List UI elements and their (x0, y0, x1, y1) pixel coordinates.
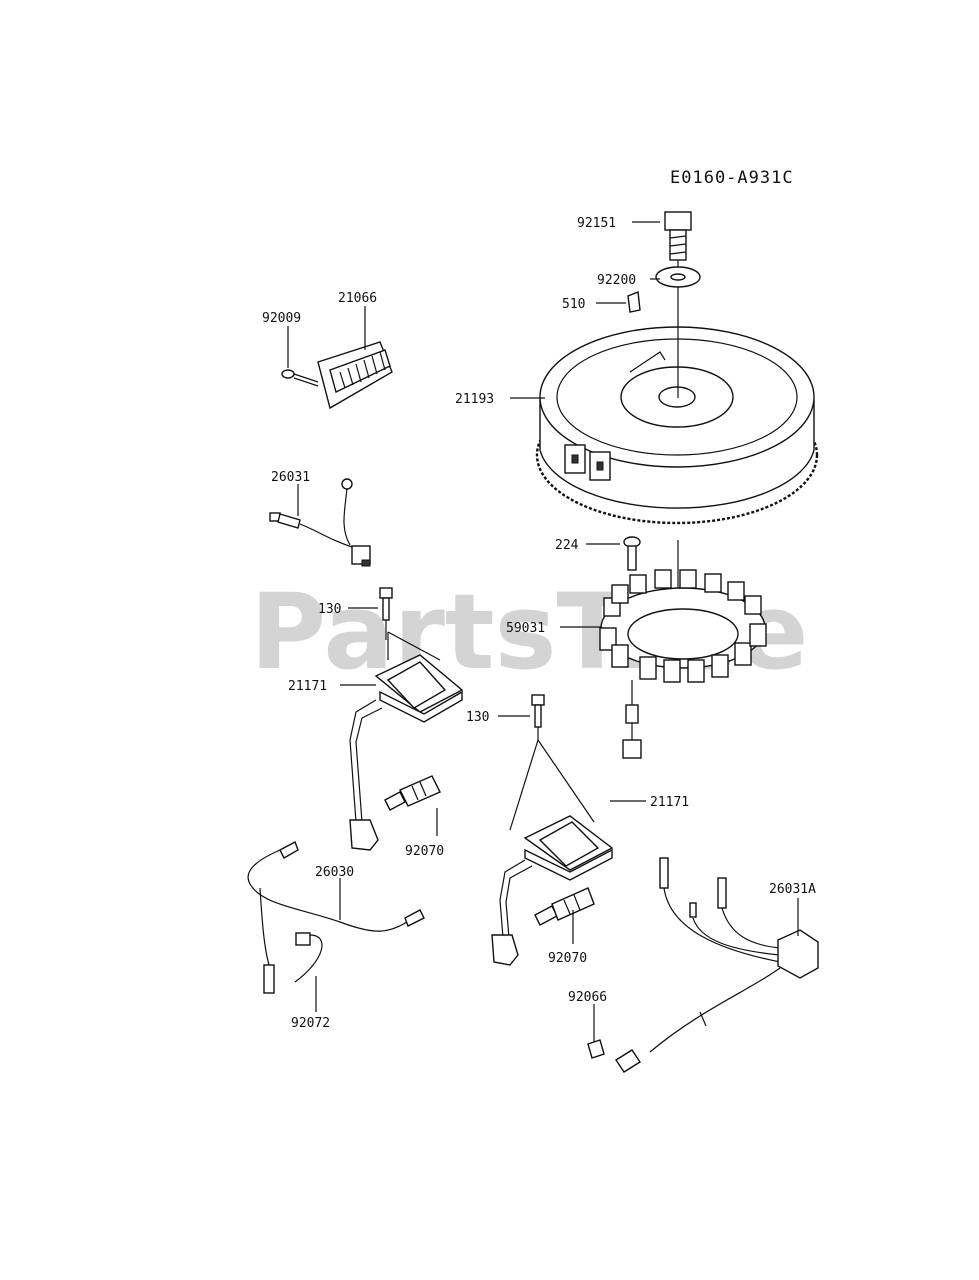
ignition-coil-21171-right[interactable] (491, 694, 614, 966)
label-92066[interactable]: 92066 (568, 990, 607, 1005)
diagram-code: E0160-A931C (670, 168, 794, 188)
label-92009[interactable]: 92009 (262, 311, 301, 326)
label-92070-right[interactable]: 92070 (548, 951, 587, 966)
label-92200[interactable]: 92200 (597, 273, 636, 288)
label-21193[interactable]: 21193 (455, 392, 494, 407)
screw-92009[interactable] (281, 369, 319, 387)
label-510[interactable]: 510 (562, 297, 585, 312)
lead-wire-26031[interactable] (269, 478, 371, 567)
label-130-left[interactable]: 130 (318, 602, 341, 617)
flywheel-21193[interactable] (535, 326, 819, 525)
label-224[interactable]: 224 (555, 538, 579, 553)
label-26031A[interactable]: 26031A (769, 882, 816, 897)
ignition-coil-21171-left[interactable] (349, 587, 464, 851)
spark-plug-92070-right[interactable] (534, 887, 595, 926)
spark-plug-92070-left[interactable] (384, 775, 441, 811)
screw-224[interactable] (623, 536, 641, 571)
label-26030[interactable]: 26030 (315, 865, 354, 880)
regulator-21066[interactable] (317, 341, 393, 410)
wire-harness-26031A[interactable] (615, 857, 819, 1073)
label-26031[interactable]: 26031 (271, 470, 310, 485)
washer-92200[interactable] (655, 266, 701, 288)
label-21171-left[interactable]: 21171 (288, 679, 327, 694)
label-130-right[interactable]: 130 (466, 710, 489, 725)
bolt-92151[interactable] (664, 211, 692, 261)
clip-92072[interactable] (294, 932, 323, 983)
label-92070-left[interactable]: 92070 (405, 844, 444, 859)
stator-59031[interactable] (599, 569, 767, 759)
label-92072[interactable]: 92072 (291, 1016, 330, 1031)
label-92151[interactable]: 92151 (577, 216, 616, 231)
label-59031[interactable]: 59031 (506, 621, 545, 636)
label-21171-right[interactable]: 21171 (650, 795, 689, 810)
key-510[interactable] (627, 291, 641, 313)
label-21066[interactable]: 21066 (338, 291, 377, 306)
wire-harness-26030[interactable] (247, 841, 425, 994)
terminal-92066[interactable] (587, 1039, 605, 1059)
